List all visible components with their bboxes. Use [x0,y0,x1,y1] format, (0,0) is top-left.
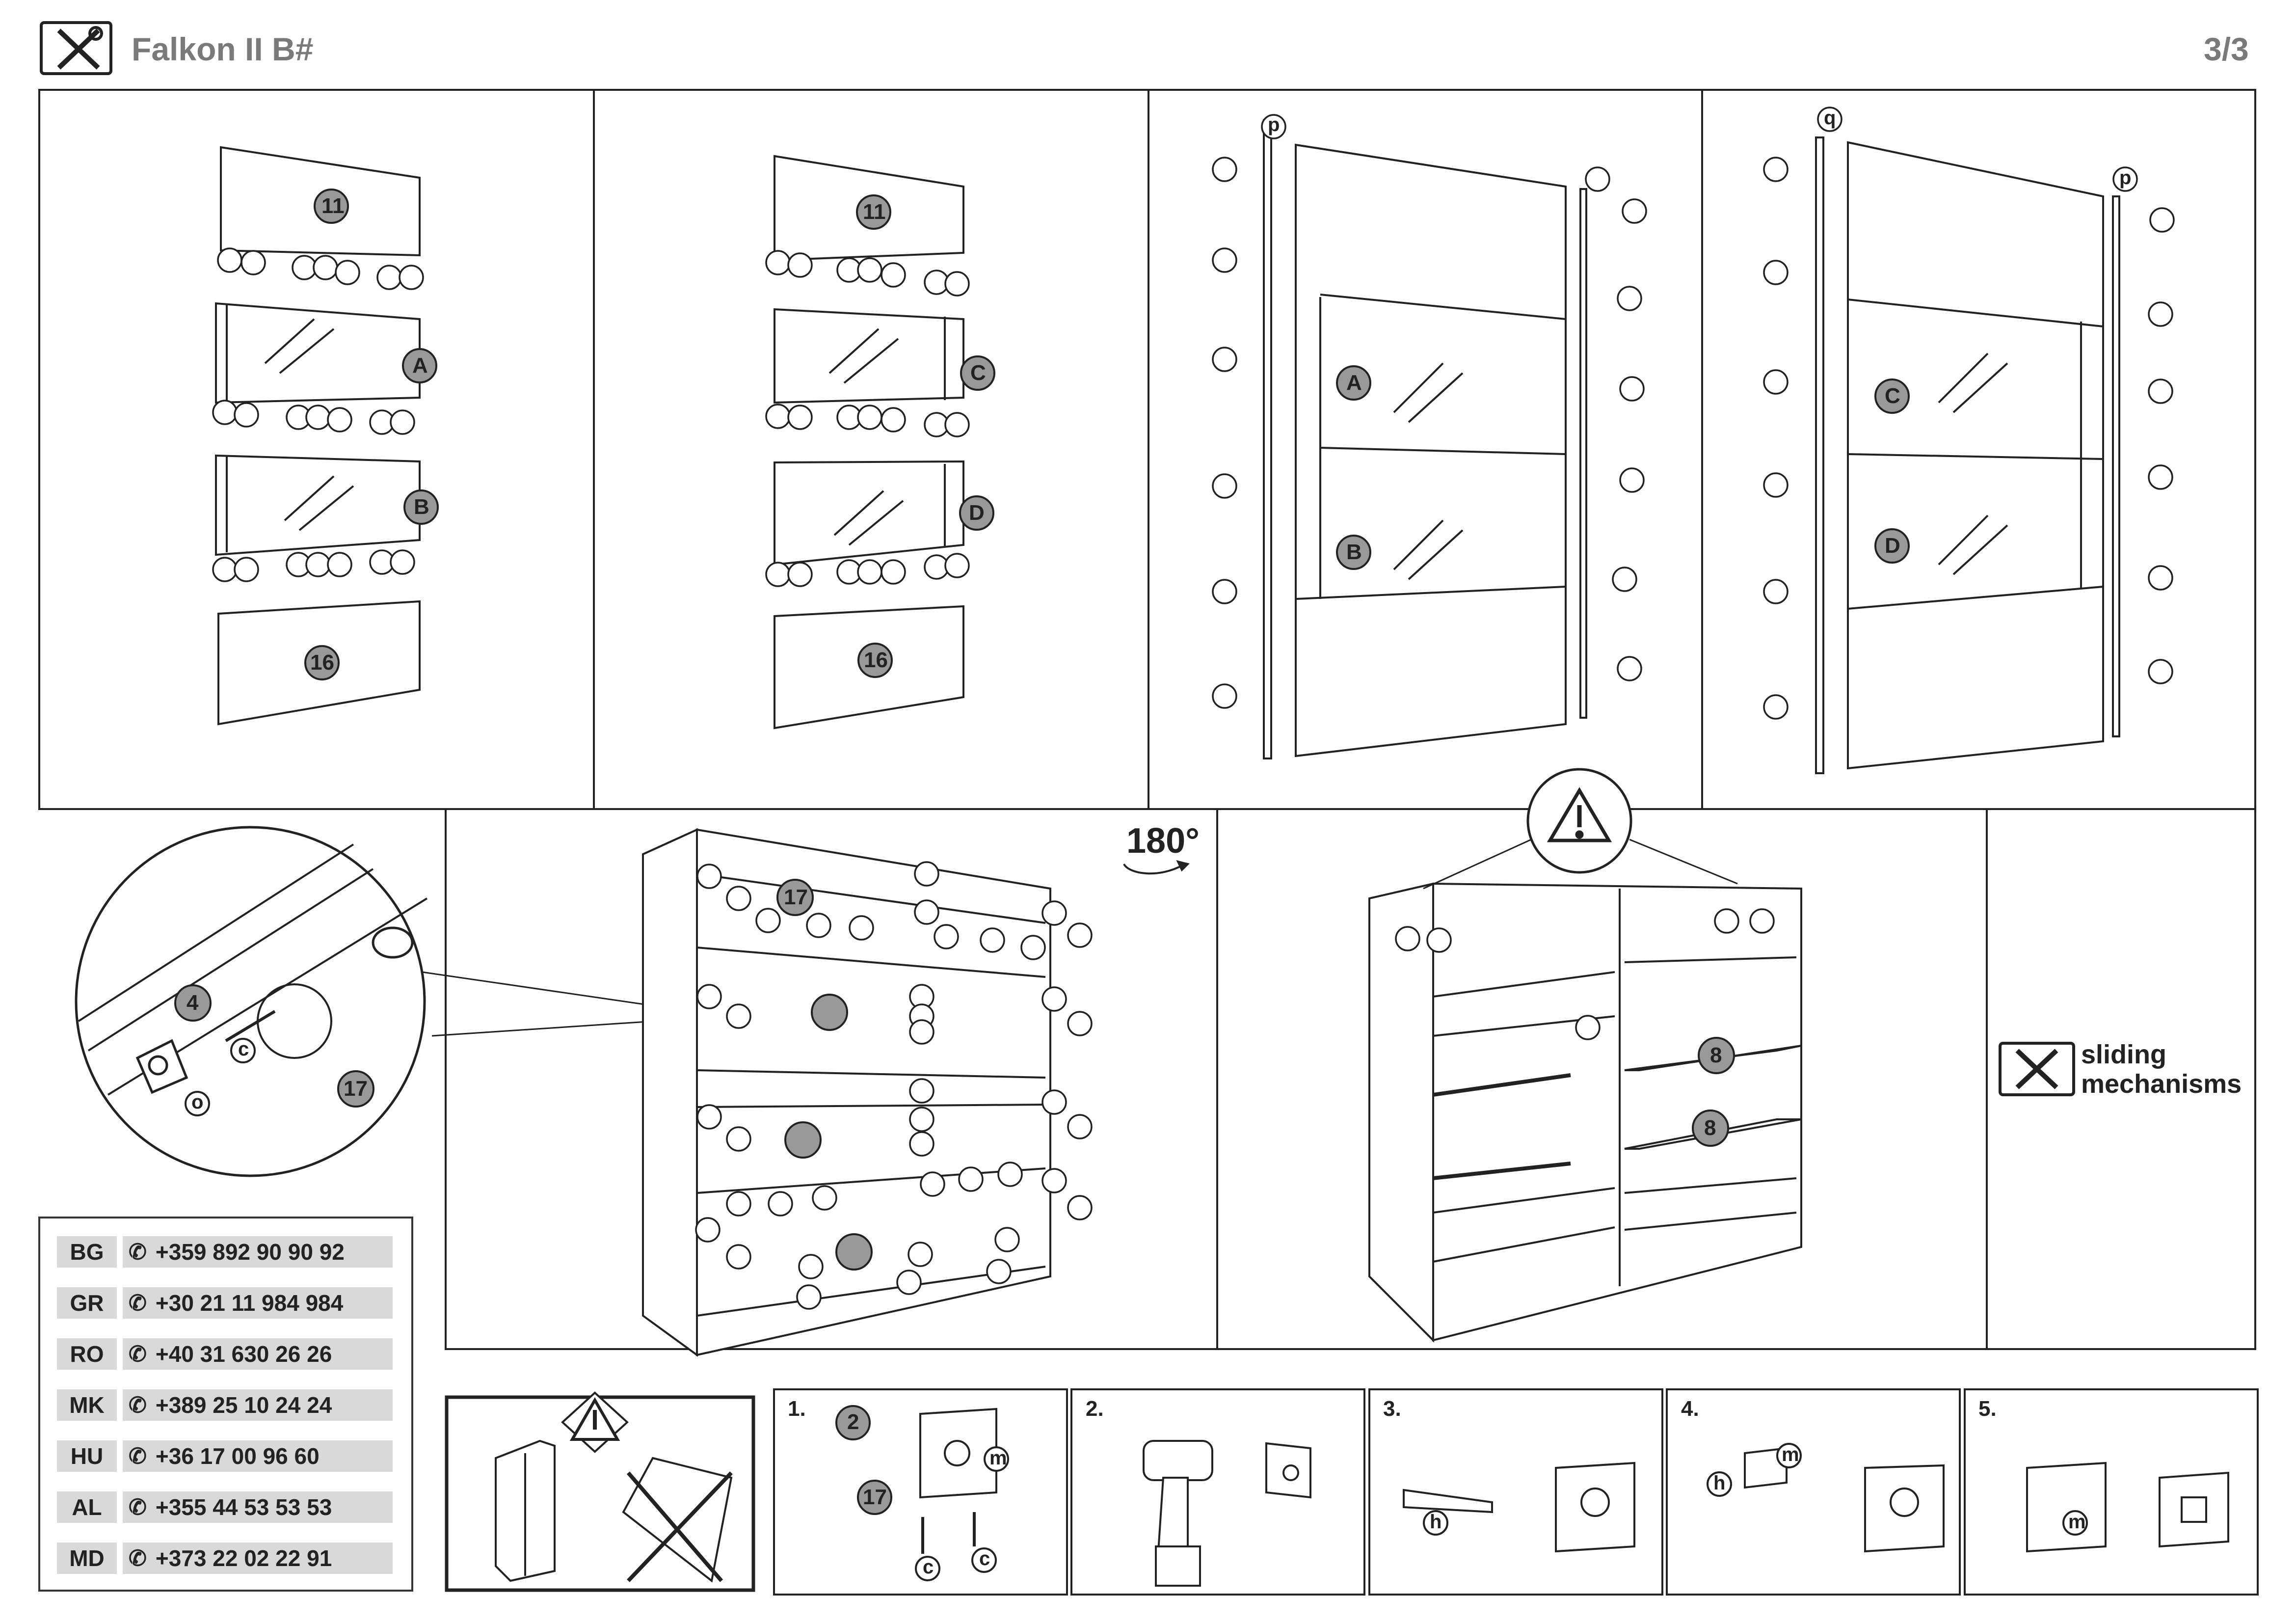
detail-screw-c: c [238,1038,249,1060]
country-code: HU [57,1440,117,1472]
door-frame-ab [1263,119,1587,759]
step1-label-c1: c [923,1556,934,1578]
door-frame-cd [1815,136,2120,774]
page-number: 3/3 [2204,31,2249,67]
phone-row-ro: RO ✆ +40 31 630 26 26 [57,1337,393,1371]
part-11-left: 11 [321,194,345,218]
frame2-profile-right: p [2119,167,2132,189]
country-code: GR [57,1287,117,1319]
wardrobe-shelves [1368,882,1802,1343]
phone-icon: ✆ [129,1444,147,1468]
anti-tip-warning [495,1391,733,1583]
step1-part-17: 17 [863,1485,887,1509]
sliding-line-1: sliding [2081,1040,2166,1069]
door-assembly-left [215,146,421,726]
shelf-label-2: 8 [1704,1116,1716,1140]
shelf-label-1: 8 [1710,1043,1722,1067]
country-code: MD [57,1543,117,1574]
step-4-number: 4. [1681,1397,1699,1421]
phone-number: +373 22 02 22 91 [155,1545,332,1571]
phone-number: +36 17 00 96 60 [155,1443,320,1469]
sliding-line-2: mechanisms [2081,1069,2242,1099]
glass-d-right: D [969,501,985,525]
step1-label-c2: c [979,1548,990,1570]
country-code: AL [57,1491,117,1523]
frame2-profile-left: q [1824,107,1836,129]
step4-label-m: m [1782,1444,1799,1465]
warning-icon [1423,768,1738,890]
phone-icon: ✆ [129,1342,147,1366]
country-code: MK [57,1389,117,1421]
step-3-number: 3. [1383,1397,1401,1421]
rotation-label: 180° [1126,821,1200,861]
glass-b-left: B [414,495,429,519]
part-16-left: 16 [310,650,334,675]
country-code: BG [57,1236,117,1268]
step-1-number: 1. [788,1397,806,1421]
page-title: Falkon II B# [132,31,314,67]
detail-part-17: 17 [344,1077,368,1101]
phone-icon: ✆ [129,1546,147,1570]
phone-number: +30 21 11 984 984 [155,1290,344,1316]
tool-icon [39,21,113,76]
glass-c-right: C [970,361,986,385]
phone-icon: ✆ [129,1495,147,1519]
frame1-glass-b: B [1346,540,1362,564]
frame2-glass-c: C [1885,384,1900,408]
sliding-tool-icon [1999,1042,2075,1096]
back-panel-17: 17 [784,885,808,909]
phone-row-gr: GR ✆ +30 21 11 984 984 [57,1286,393,1320]
phone-icon: ✆ [129,1291,147,1315]
step-5-number: 5. [1978,1397,1997,1421]
step3-label-h: h [1430,1511,1442,1533]
step1-label-m: m [989,1447,1007,1469]
detail-bracket-o: o [191,1091,204,1113]
phone-number: +355 44 53 53 53 [155,1494,332,1520]
part-16-right: 16 [864,648,888,672]
phone-row-mk: MK ✆ +389 25 10 24 24 [57,1388,393,1422]
frame1-profile-label: p [1268,114,1280,135]
phone-row-hu: HU ✆ +36 17 00 96 60 [57,1439,393,1473]
phone-number: +389 25 10 24 24 [155,1392,332,1418]
sliding-mechanisms-note: sliding mechanisms [2081,1040,2242,1099]
phone-row-bg: BG ✆ +359 892 90 90 92 [57,1235,393,1269]
phone-row-al: AL ✆ +355 44 53 53 53 [57,1490,393,1524]
phone-row-md: MD ✆ +373 22 02 22 91 [57,1542,393,1575]
step5-label-m: m [2068,1511,2086,1533]
glass-a-left: A [412,353,428,378]
detail-zoom [75,826,693,1177]
phone-icon: ✆ [129,1240,147,1264]
phone-icon: ✆ [129,1393,147,1417]
detail-part-4: 4 [187,991,199,1015]
step-2-number: 2. [1086,1397,1104,1421]
door-assembly-right [774,155,964,730]
step1-part-2: 2 [847,1410,859,1434]
frame1-glass-a: A [1346,371,1362,395]
phone-list: BG ✆ +359 892 90 90 92 GR ✆ +30 21 11 984 … [39,1218,412,1591]
part-11-right: 11 [863,200,886,224]
phone-number: +40 31 630 26 26 [155,1341,332,1367]
frame2-glass-d: D [1885,534,1900,558]
phone-number: +359 892 90 90 92 [155,1239,345,1265]
country-code: RO [57,1338,117,1370]
step4-label-h: h [1713,1472,1726,1494]
